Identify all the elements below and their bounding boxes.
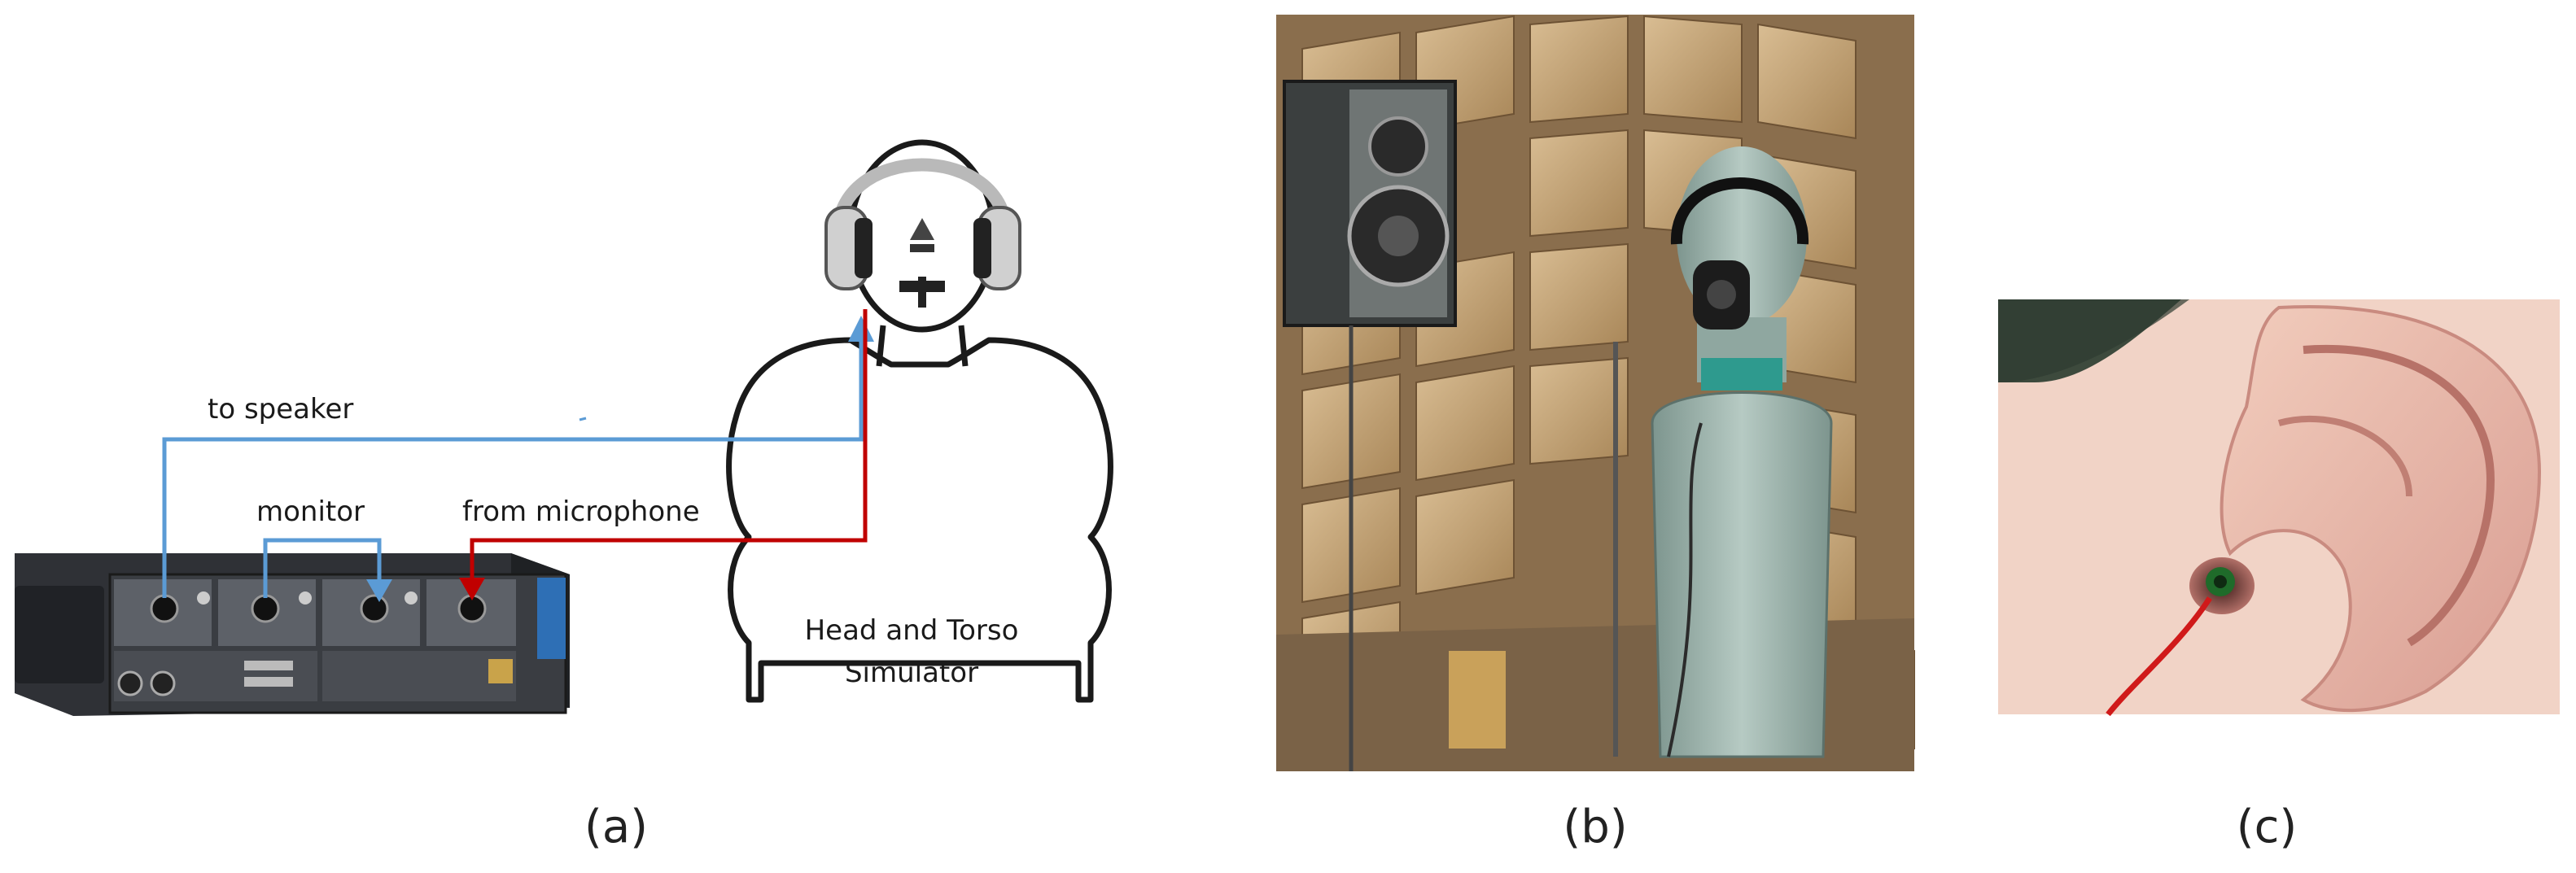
label-hats-line2: Simulator [845,657,978,689]
label-from-microphone: from microphone [462,495,700,528]
monitor-loop-line [263,538,392,602]
caption-c: (c) [2237,801,2297,853]
anechoic-chamber-photo [1276,15,1915,771]
label-hats-line1: Head and Torso [805,614,1019,647]
signal-from-microphone-line [459,309,868,600]
panel-a: to speaker monitor from microphone Head … [15,139,1113,853]
signal-to-speaker-line [162,316,874,598]
face-features [899,218,945,308]
headphones-icon [824,158,1021,290]
panel-b: (b) [1276,15,1915,853]
caption-a: (a) [584,801,648,853]
caption-b: (b) [1563,801,1627,853]
in-ear-microphone-photo [1998,299,2560,717]
label-to-speaker: to speaker [208,393,353,426]
audio-analyzer-image [15,553,570,716]
label-monitor: monitor [256,495,365,528]
panel-c: (c) [1998,299,2560,853]
